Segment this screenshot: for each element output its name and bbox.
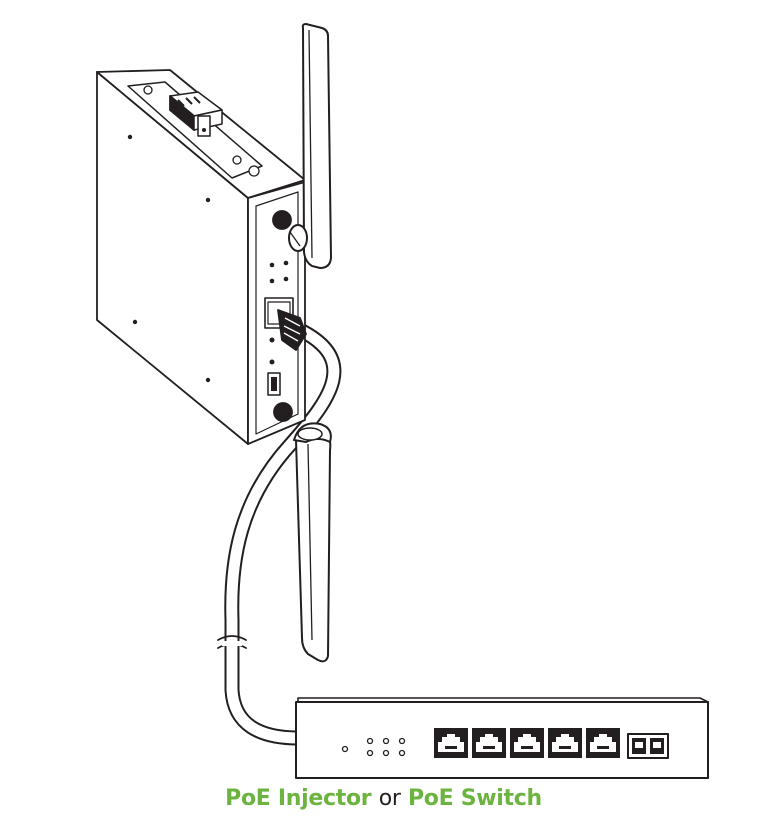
rj45-plug-icon bbox=[277, 309, 307, 351]
caption: PoE Injector or PoE Switch bbox=[0, 786, 767, 811]
ethernet-cable bbox=[217, 322, 342, 746]
caption-separator: or bbox=[378, 786, 401, 811]
switch-port-2 bbox=[472, 728, 506, 758]
antenna-top bbox=[288, 23, 332, 269]
switch-ethernet-ports bbox=[434, 728, 620, 758]
switch-port-4 bbox=[548, 728, 582, 758]
antenna-bottom bbox=[293, 422, 332, 663]
side-panel-holes bbox=[127, 134, 211, 383]
switch-port-5 bbox=[586, 728, 620, 758]
antenna-connector-top bbox=[272, 210, 292, 230]
switch-leds bbox=[341, 737, 406, 757]
switch-port-1 bbox=[434, 728, 468, 758]
screw-icon bbox=[248, 165, 260, 177]
switch-port-3 bbox=[510, 728, 544, 758]
poe-switch bbox=[295, 697, 709, 779]
switch-sfp-port bbox=[627, 733, 669, 759]
caption-poe-injector: PoE Injector bbox=[225, 786, 372, 811]
caption-poe-switch: PoE Switch bbox=[407, 786, 542, 811]
screw-icon bbox=[232, 155, 242, 165]
terminal-block-icon bbox=[169, 91, 223, 137]
router-device bbox=[96, 69, 307, 445]
screw-icon bbox=[143, 85, 153, 95]
antenna-connector-bottom bbox=[273, 402, 293, 422]
led-indicators bbox=[269, 260, 289, 284]
